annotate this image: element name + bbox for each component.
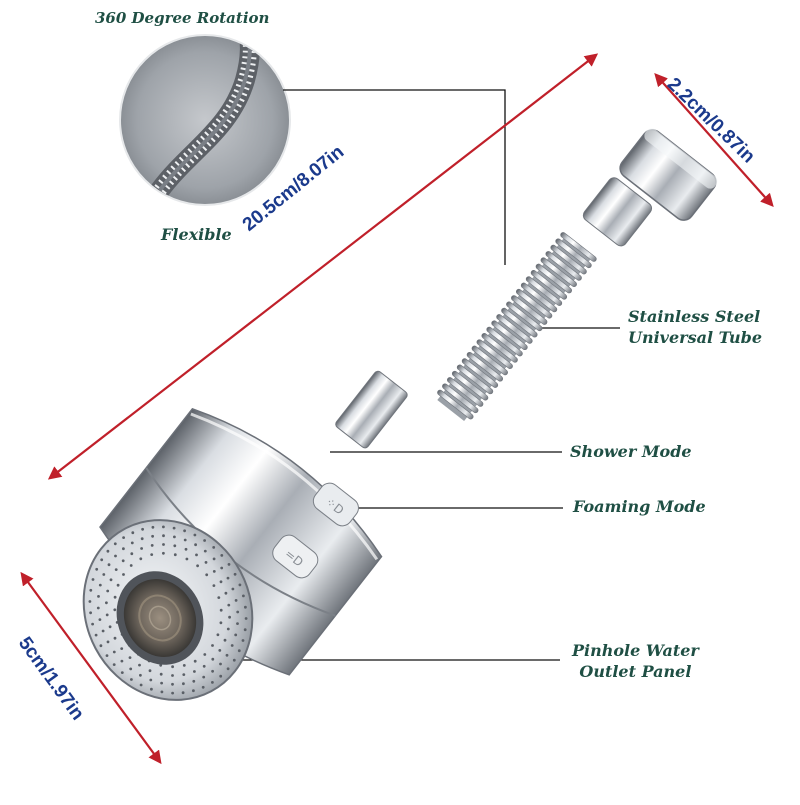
inlet-arrow	[654, 73, 774, 207]
flexible-hose-inset	[119, 34, 291, 206]
foaming-mode-label: Foaming Mode	[573, 497, 706, 516]
foam-mode-button-icon: =D	[272, 534, 319, 579]
pinhole-label-line2: Outlet Panel	[579, 662, 692, 681]
dimension-arrows	[20, 53, 774, 765]
shower-mode-label: Shower Mode	[570, 442, 692, 461]
width-arrow	[20, 571, 162, 765]
faucet-aerator: ⁘D =D	[82, 128, 718, 701]
flexible-label: Flexible	[161, 225, 232, 244]
tube-label-line1: Stainless Steel	[628, 307, 761, 326]
rotation-label: 360 Degree Rotation	[95, 9, 270, 27]
connector-neck	[582, 177, 653, 247]
pinhole-label-line1: Pinhole Water	[572, 641, 699, 660]
tube-label: Stainless Steel Universal Tube	[628, 306, 762, 348]
shower-head-body: ⁘D =D	[99, 407, 383, 676]
outlet-face	[82, 519, 254, 701]
shower-mode-button-icon: ⁘D	[312, 482, 359, 527]
pinhole-panel-label: Pinhole Water Outlet Panel	[572, 640, 699, 682]
tube-label-line2: Universal Tube	[628, 328, 763, 347]
length-arrow	[47, 53, 599, 480]
inlet-nut	[619, 128, 718, 221]
corrugated-hose	[437, 232, 597, 421]
lower-tube	[335, 370, 408, 449]
